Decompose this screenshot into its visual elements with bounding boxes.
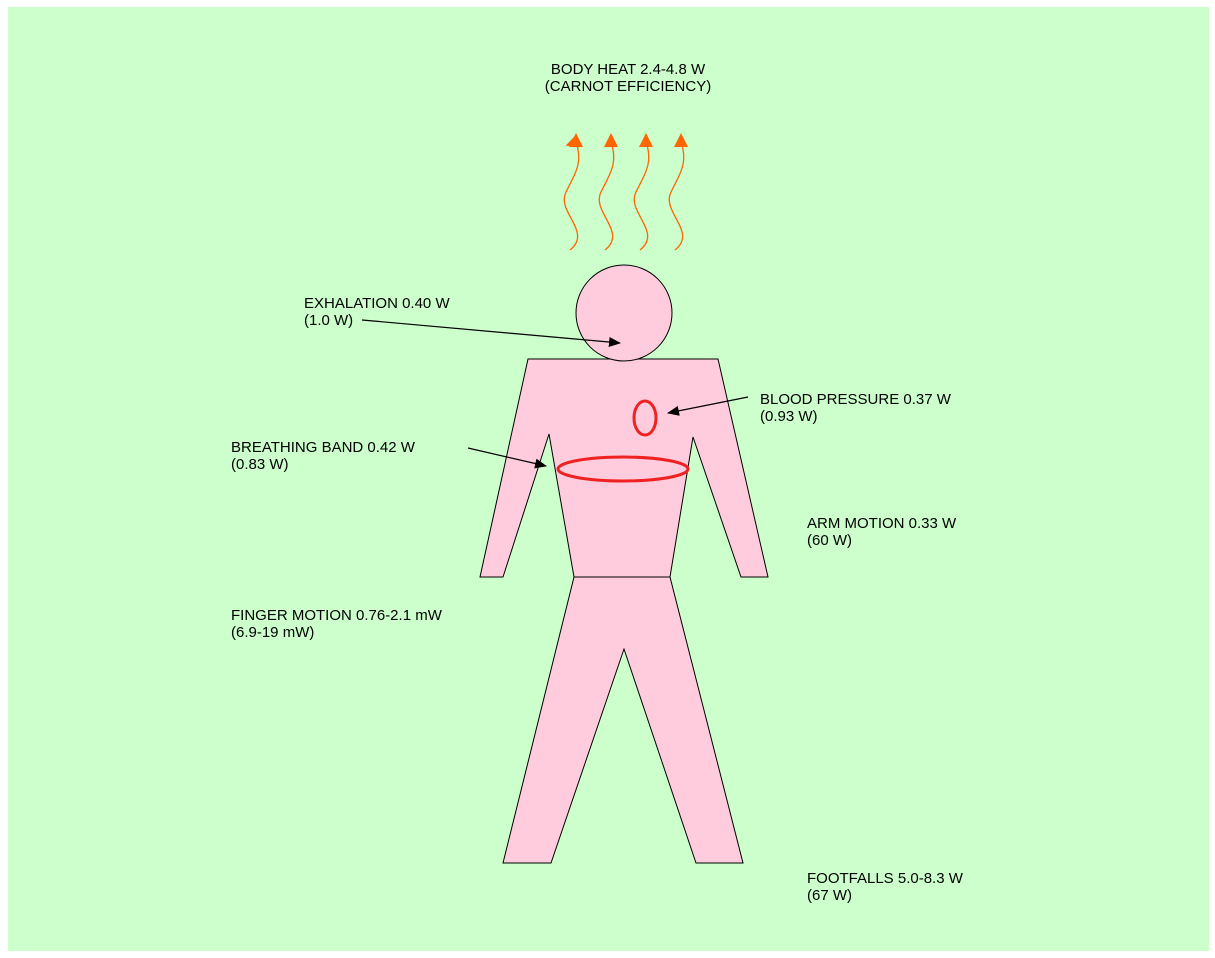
footfalls-label: FOOTFALLS 5.0-8.3 W (67 W) [807,870,963,904]
arm-motion-value: ARM MOTION 0.33 W [807,515,956,532]
breathing-band-value: BREATHING BAND 0.42 W [231,439,415,456]
body-heat-note: (CARNOT EFFICIENCY) [518,78,738,95]
heat-wave-arrow-icon [634,142,649,250]
arm-motion-note: (60 W) [807,532,956,549]
breathing-band-note: (0.83 W) [231,456,415,473]
heat-arrowhead-icon [604,133,618,147]
finger-motion-value: FINGER MOTION 0.76-2.1 mW [231,607,442,624]
blood-pressure-value: BLOOD PRESSURE 0.37 W [760,391,951,408]
body-heat-label: BODY HEAT 2.4-4.8 W (CARNOT EFFICIENCY) [518,61,738,95]
heat-arrowheads [569,133,688,147]
exhalation-note: (1.0 W) [304,312,450,329]
heat-arrowhead-icon [639,133,653,147]
figure-head [576,265,672,361]
finger-motion-label: FINGER MOTION 0.76-2.1 mW (6.9-19 mW) [231,607,442,641]
body-heat-value: BODY HEAT 2.4-4.8 W [518,61,738,78]
arm-motion-label: ARM MOTION 0.33 W (60 W) [807,515,956,549]
human-figure [480,265,768,863]
footfalls-note: (67 W) [807,887,963,904]
finger-motion-note: (6.9-19 mW) [231,624,442,641]
exhalation-label: EXHALATION 0.40 W (1.0 W) [304,295,450,329]
heat-wave-arrow-icon [669,142,684,250]
figure-drawing [8,7,1209,951]
heat-waves [564,142,684,250]
heat-wave-arrow-icon [599,142,614,250]
heat-wave-arrow-icon [564,142,579,250]
blood-pressure-label: BLOOD PRESSURE 0.37 W (0.93 W) [760,391,951,425]
heat-arrowhead-icon [569,133,583,147]
breathing-band-label: BREATHING BAND 0.42 W (0.83 W) [231,439,415,473]
blood-pressure-note: (0.93 W) [760,408,951,425]
figure-torso [480,359,768,577]
diagram-canvas: BODY HEAT 2.4-4.8 W (CARNOT EFFICIENCY) … [8,7,1209,951]
figure-legs [503,577,743,863]
exhalation-value: EXHALATION 0.40 W [304,295,450,312]
heat-arrowhead-icon [674,133,688,147]
footfalls-value: FOOTFALLS 5.0-8.3 W [807,870,963,887]
